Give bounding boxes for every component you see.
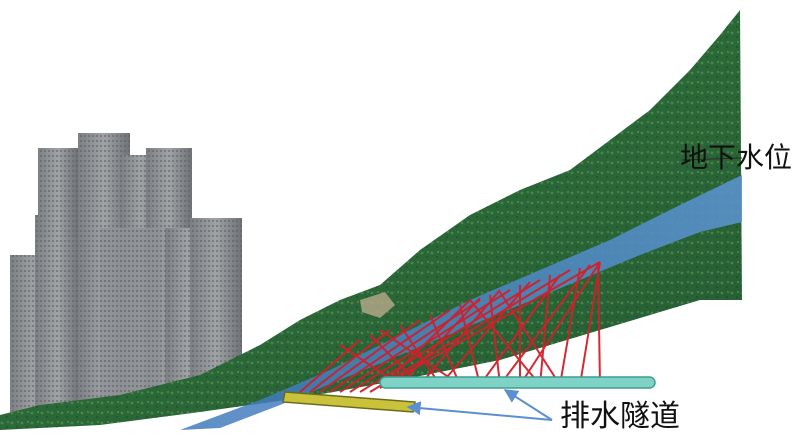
drain-pipe-array (299, 261, 601, 393)
drainage-tunnel-label: 排水隧道 (560, 399, 680, 434)
groundwater-callout-line (681, 157, 743, 161)
drainage-tunnel-teal (379, 376, 656, 389)
drainage-tunnel-yellow (282, 391, 416, 413)
high-rise-buildings-icon (10, 133, 242, 418)
hillside-terrain (0, 10, 742, 430)
pointer-arrow-icon (406, 389, 553, 421)
groundwater-level-label: 地下水位 (680, 141, 793, 174)
